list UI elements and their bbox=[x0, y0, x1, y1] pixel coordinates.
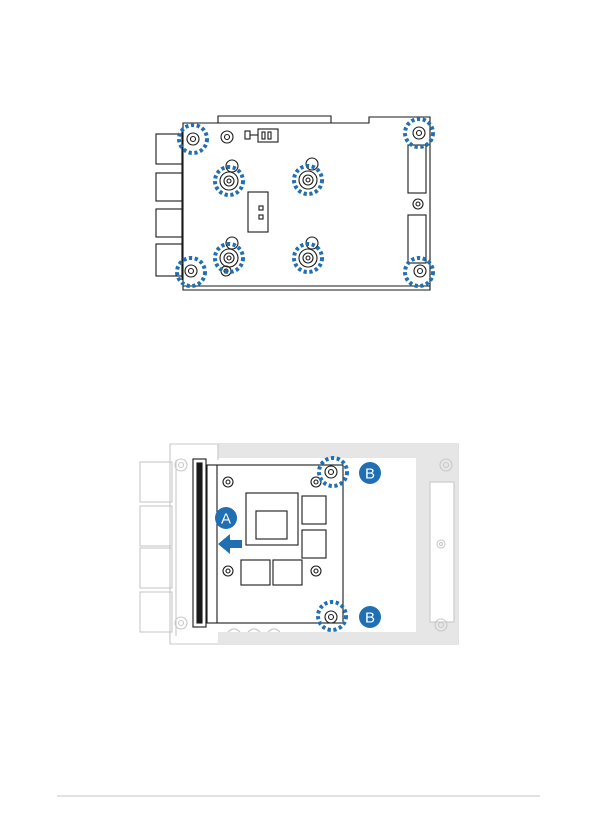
standoff bbox=[299, 237, 318, 267]
standoff bbox=[299, 158, 318, 189]
standoff bbox=[220, 160, 238, 190]
fan-connector bbox=[245, 129, 278, 142]
side-ports bbox=[156, 130, 182, 280]
figure-board-screws bbox=[156, 116, 430, 290]
highlight-ring bbox=[294, 244, 322, 272]
callout-b-bottom: B bbox=[359, 606, 381, 628]
board-outline bbox=[183, 116, 430, 290]
center-chip bbox=[248, 192, 268, 232]
corner-screw bbox=[414, 265, 426, 277]
right-rails bbox=[408, 145, 426, 263]
standoff bbox=[220, 237, 238, 267]
highlight-ring bbox=[405, 119, 433, 147]
corner-screw bbox=[185, 265, 197, 277]
callout-b-bottom-label: B bbox=[365, 610, 375, 627]
mxm-slot bbox=[193, 459, 206, 627]
highlight-ring bbox=[405, 258, 433, 286]
highlight-ring bbox=[294, 166, 322, 194]
callout-b-top: B bbox=[359, 462, 381, 484]
callout-a: A bbox=[215, 507, 237, 529]
highlight-ring bbox=[177, 258, 205, 286]
screw-hole bbox=[221, 131, 233, 143]
corner-screw bbox=[413, 127, 425, 139]
corner-screw bbox=[187, 133, 199, 145]
callout-b-top-label: B bbox=[365, 466, 375, 483]
screw-highlights bbox=[177, 119, 433, 286]
callout-a-label: A bbox=[221, 511, 231, 528]
